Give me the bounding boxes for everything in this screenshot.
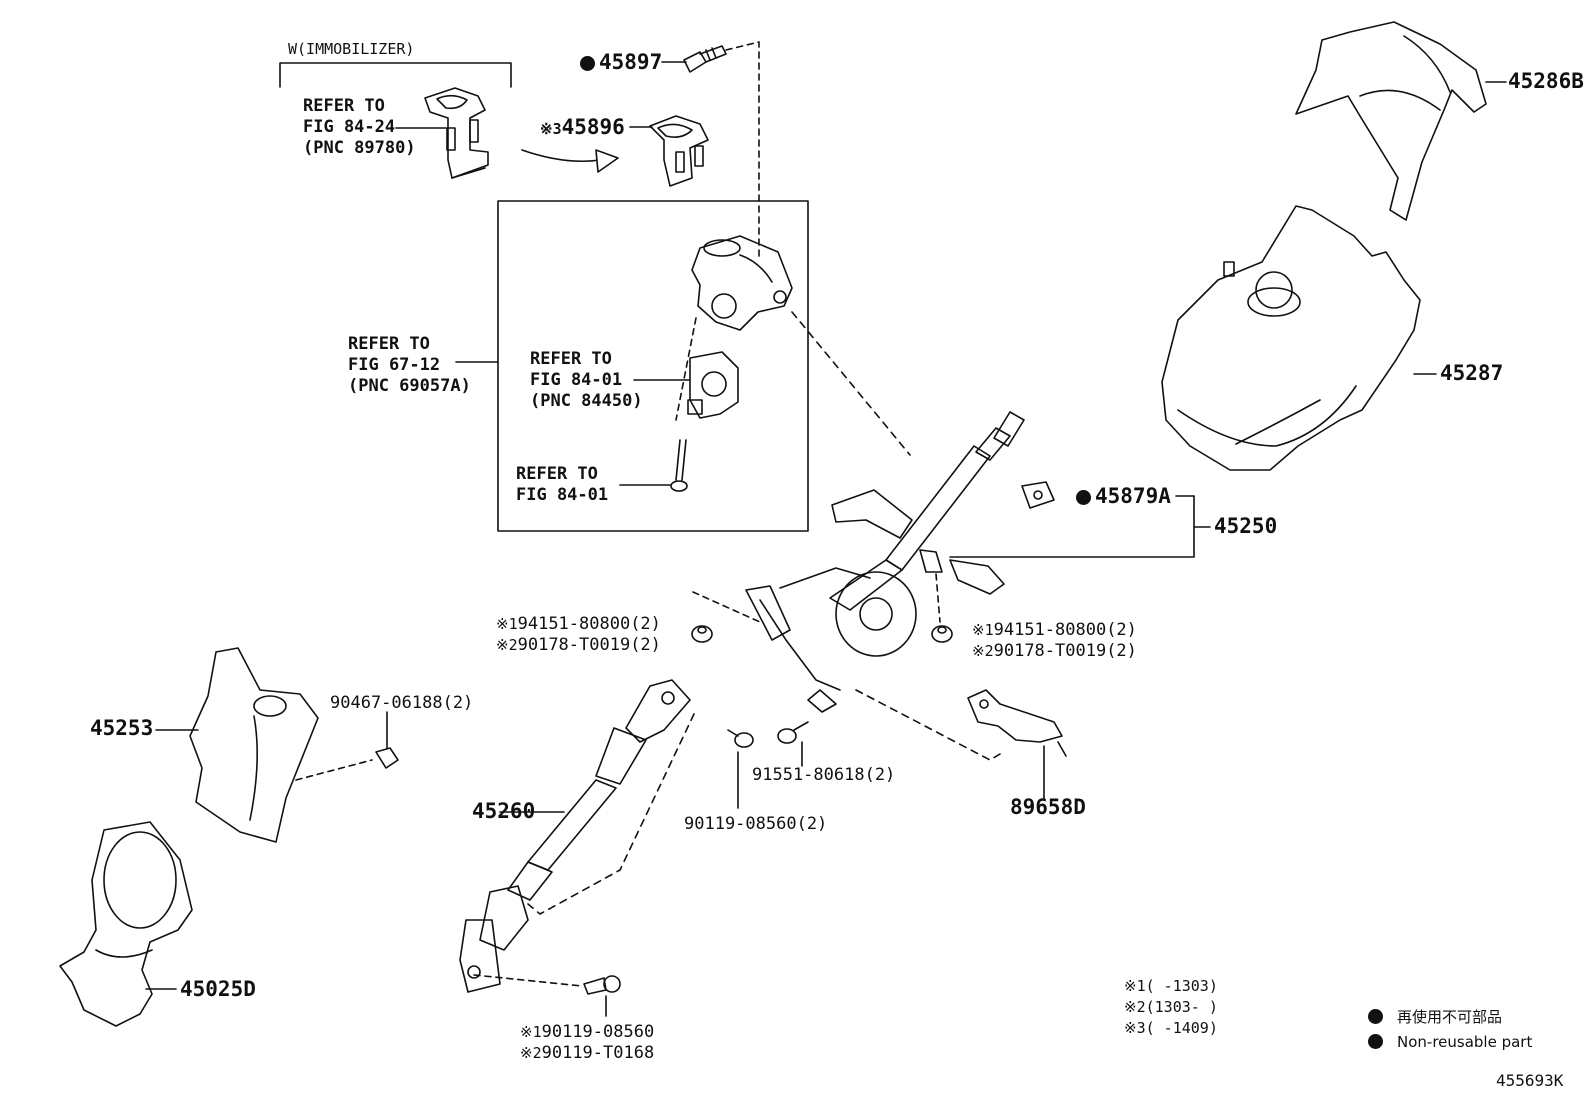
dashed-nut-left xyxy=(692,591,761,623)
non-reusable-dot-icon xyxy=(1368,1034,1383,1049)
footnotes: ※1( -1303) ※2(1303- ) ※3( -1409) xyxy=(1124,976,1218,1039)
immobilizer-amplifier-drawing xyxy=(424,87,489,179)
part-45260[interactable]: 45260 xyxy=(472,799,536,823)
dashed-90467 xyxy=(295,759,373,781)
refer-fig-67-12-line3: (PNC 69057A) xyxy=(348,376,471,396)
nut-left-part-1: 94151-80800(2) xyxy=(517,614,661,634)
footnote-3-mark: ※3 xyxy=(1124,1019,1146,1037)
part-45253[interactable]: 45253 xyxy=(90,716,154,740)
dashed-nut-right xyxy=(935,573,941,623)
footnote-2: (1303- ) xyxy=(1145,998,1218,1016)
footnote-3: ( -1409) xyxy=(1145,1019,1218,1037)
legend-ja: 再使用不可部品 xyxy=(1397,1008,1503,1026)
part-45025D-drawing xyxy=(59,821,193,1027)
part-45897-drawing xyxy=(683,45,727,73)
refer-fig-84-01[interactable]: REFER TO FIG 84-01 xyxy=(516,464,608,506)
nut-right-part-1: 94151-80800(2) xyxy=(993,620,1137,640)
refer-fig-84-24-line2: FIG 84-24 xyxy=(303,117,396,137)
refer-fig-84-24-line1: REFER TO xyxy=(303,96,385,116)
part-45286B-drawing xyxy=(1295,21,1487,221)
bolt-bottom-part-2: 90119-T0168 xyxy=(541,1043,655,1063)
legend: 再使用不可部品 Non-reusable part xyxy=(1368,1005,1532,1055)
nut-right-callout[interactable]: ※194151-80800(2) ※290178-T0019(2) xyxy=(972,620,1137,662)
dashed-89658D xyxy=(855,689,1001,761)
figure-id: 455693K xyxy=(1496,1071,1564,1090)
nut-left-mark-2: ※2 xyxy=(496,636,518,654)
bolt-bottom-drawing xyxy=(583,975,621,995)
part-45879A[interactable]: 45879A xyxy=(1076,486,1171,507)
bolt-90119-drawing xyxy=(727,729,754,748)
bolt-bottom-mark-1: ※1 xyxy=(520,1023,542,1041)
part-89658D-drawing xyxy=(967,689,1067,757)
refer-fig-67-12-line2: FIG 67-12 xyxy=(348,355,441,375)
part-45897[interactable]: 45897 xyxy=(580,52,662,73)
bolt-bottom-part-1: 90119-08560 xyxy=(541,1022,655,1042)
non-reusable-dot-icon xyxy=(1368,1009,1383,1024)
ignition-switch-drawing xyxy=(687,351,739,419)
replacement-arrow xyxy=(521,149,619,173)
dashed-bottom-bolt xyxy=(473,974,583,987)
part-45879A-number: 45879A xyxy=(1095,484,1171,508)
refer-fig-84-24-line3: (PNC 89780) xyxy=(303,138,416,158)
bolt-bottom-callout[interactable]: ※190119-08560 ※290119-T0168 xyxy=(520,1022,654,1064)
refer-fig-84-01-pnc[interactable]: REFER TO FIG 84-01 (PNC 84450) xyxy=(530,349,643,412)
immobilizer-bracket xyxy=(279,62,512,88)
nut-left-drawing xyxy=(691,625,713,643)
part-45879A-drawing xyxy=(1021,481,1055,509)
clip-90467-drawing xyxy=(375,747,399,769)
non-reusable-dot-icon xyxy=(580,56,595,71)
nut-right-mark-1: ※1 xyxy=(972,621,994,639)
bolt-bottom-mark-2: ※2 xyxy=(520,1044,542,1062)
refer-fig-67-12[interactable]: REFER TO FIG 67-12 (PNC 69057A) xyxy=(348,334,471,397)
part-45286B[interactable]: 45286B xyxy=(1508,69,1584,93)
reference-box xyxy=(497,200,809,532)
refer-fig-84-01-line2: FIG 84-01 xyxy=(516,485,609,505)
dashed-lock-to-column xyxy=(791,311,911,456)
nut-left-mark-1: ※1 xyxy=(496,615,518,633)
dashed-45260 xyxy=(527,713,695,915)
steering-column-drawing xyxy=(745,411,1025,713)
part-45025D[interactable]: 45025D xyxy=(180,977,256,1001)
part-45253-drawing xyxy=(189,647,319,843)
bracket-45250 xyxy=(949,495,1195,558)
screw-drawing xyxy=(670,439,688,492)
nut-right-part-2: 90178-T0019(2) xyxy=(993,641,1137,661)
part-45896[interactable]: ※345896 xyxy=(540,117,625,138)
part-45250[interactable]: 45250 xyxy=(1214,514,1278,538)
refer-fig-67-12-line1: REFER TO xyxy=(348,334,430,354)
footnote-1: ( -1303) xyxy=(1145,977,1218,995)
part-90119-08560-2[interactable]: 90119-08560(2) xyxy=(684,814,828,834)
part-45896-drawing xyxy=(649,115,709,187)
part-89658D[interactable]: 89658D xyxy=(1010,795,1086,819)
immobilizer-header: W(IMMOBILIZER) xyxy=(288,40,415,58)
refer-fig-84-01-pnc-line2: FIG 84-01 xyxy=(530,370,623,390)
refer-fig-84-01-line1: REFER TO xyxy=(516,464,598,484)
part-45897-number: 45897 xyxy=(599,50,663,74)
refer-fig-84-24[interactable]: REFER TO FIG 84-24 (PNC 89780) xyxy=(303,96,416,159)
part-45260-drawing xyxy=(459,679,691,993)
part-45287-drawing xyxy=(1161,205,1421,471)
nut-left-part-2: 90178-T0019(2) xyxy=(517,635,661,655)
part-90467[interactable]: 90467-06188(2) xyxy=(330,693,474,713)
footnote-2-mark: ※2 xyxy=(1124,998,1146,1016)
non-reusable-dot-icon xyxy=(1076,490,1091,505)
refer-fig-84-01-pnc-line1: REFER TO xyxy=(530,349,612,369)
part-45896-mark: ※3 xyxy=(540,120,562,138)
footnote-1-mark: ※1 xyxy=(1124,977,1146,995)
part-45287[interactable]: 45287 xyxy=(1440,361,1504,385)
dashed-45897 xyxy=(725,41,760,261)
refer-fig-84-01-pnc-line3: (PNC 84450) xyxy=(530,391,643,411)
lock-housing-drawing xyxy=(691,235,793,331)
legend-en: Non-reusable part xyxy=(1397,1033,1533,1051)
part-45896-number: 45896 xyxy=(561,115,625,139)
nut-right-mark-2: ※2 xyxy=(972,642,994,660)
dashed-lock xyxy=(675,317,697,421)
nut-right-drawing xyxy=(931,625,953,643)
part-91551[interactable]: 91551-80618(2) xyxy=(752,765,896,785)
nut-left-callout[interactable]: ※194151-80800(2) ※290178-T0019(2) xyxy=(496,614,661,656)
bolt-91551-drawing xyxy=(777,721,809,744)
